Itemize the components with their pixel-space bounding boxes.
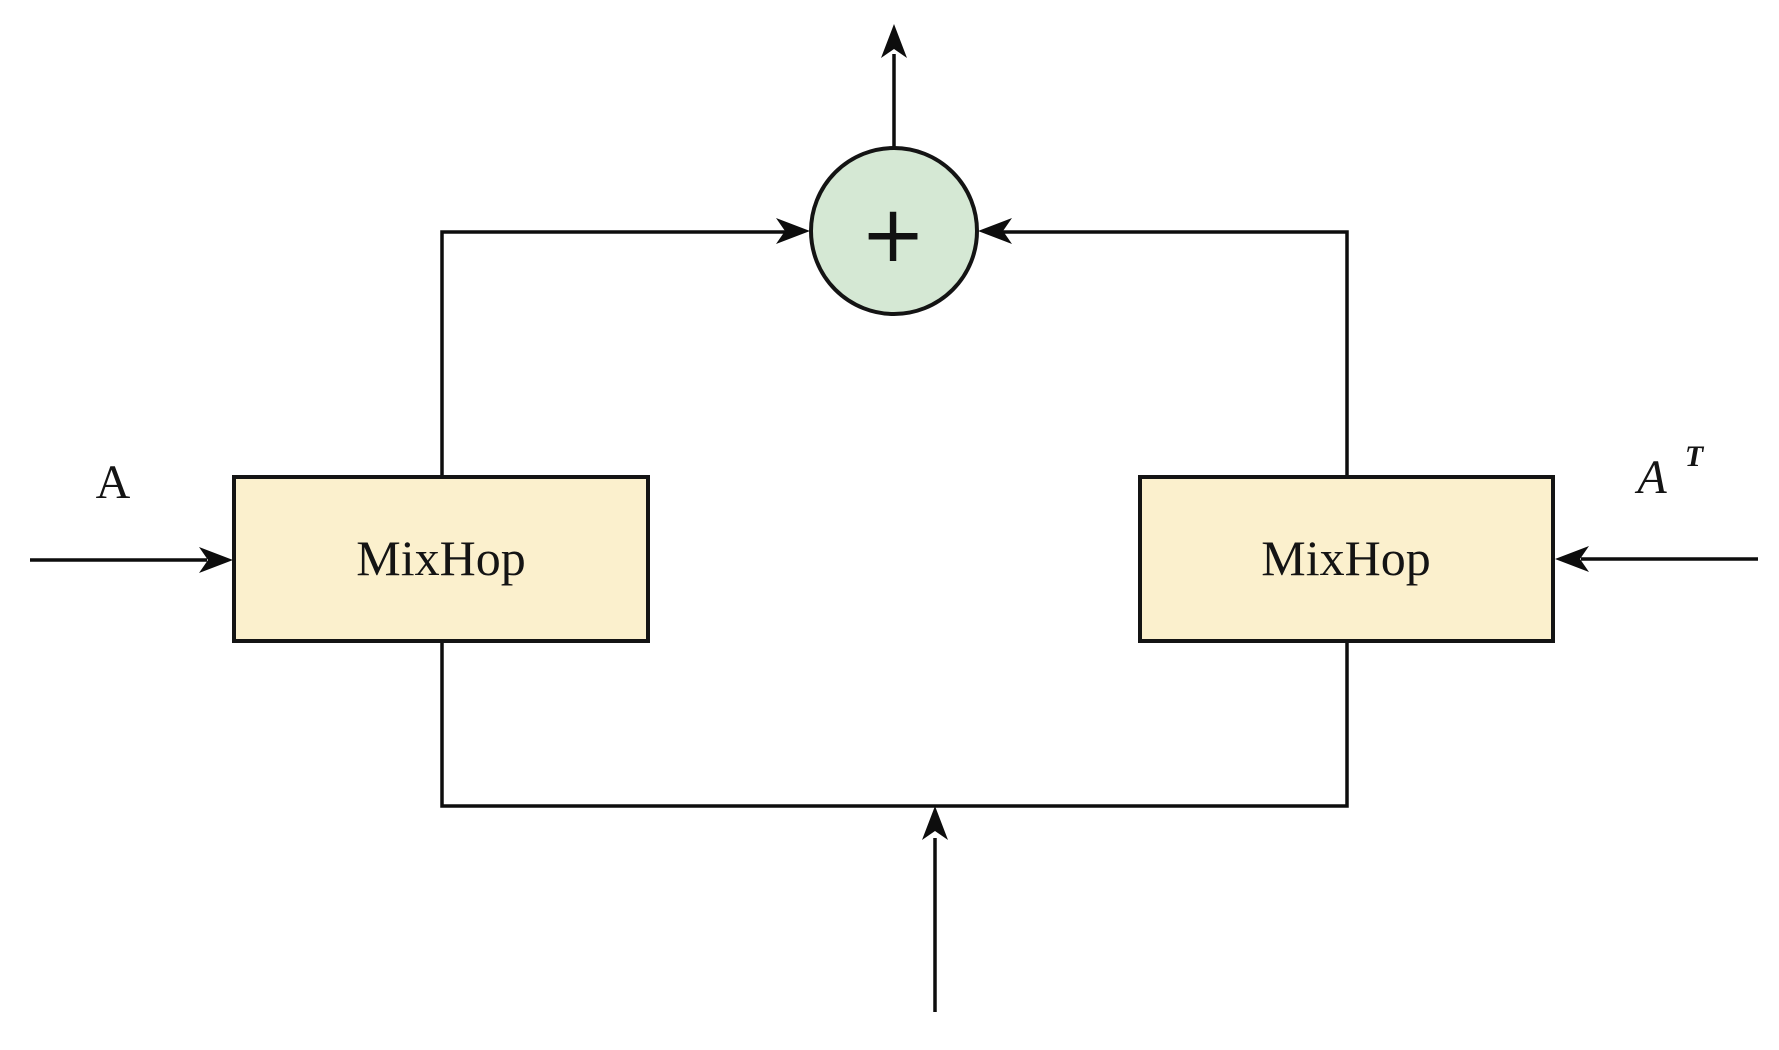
input-a-label: A [96, 456, 131, 509]
input-at-arrowhead-left-icon [1555, 546, 1589, 572]
right-mixhop-box [1138, 475, 1555, 643]
left-mixhop-label: MixHop [356, 530, 525, 586]
sum-node-circle [809, 146, 979, 316]
right-to-sum-wire [1002, 230, 1349, 477]
bottom-input-arrowhead-up-icon [922, 806, 948, 840]
left-to-sum-wire [440, 230, 786, 477]
input-at-base-label: A [1634, 451, 1667, 504]
right-to-sum-arrowhead-left-icon [978, 218, 1012, 244]
sum-output-arrowhead-up-icon [881, 24, 907, 58]
right-mixhop-label: MixHop [1261, 530, 1430, 586]
input-at-superscript-label: T [1685, 440, 1705, 473]
bottom-shared-input-wire [440, 641, 1349, 808]
left-to-sum-arrowhead-right-icon [776, 218, 810, 244]
input-a-arrowhead-right-icon [199, 547, 233, 573]
left-mixhop-box [232, 475, 650, 643]
sum-plus-label: + [860, 190, 925, 280]
